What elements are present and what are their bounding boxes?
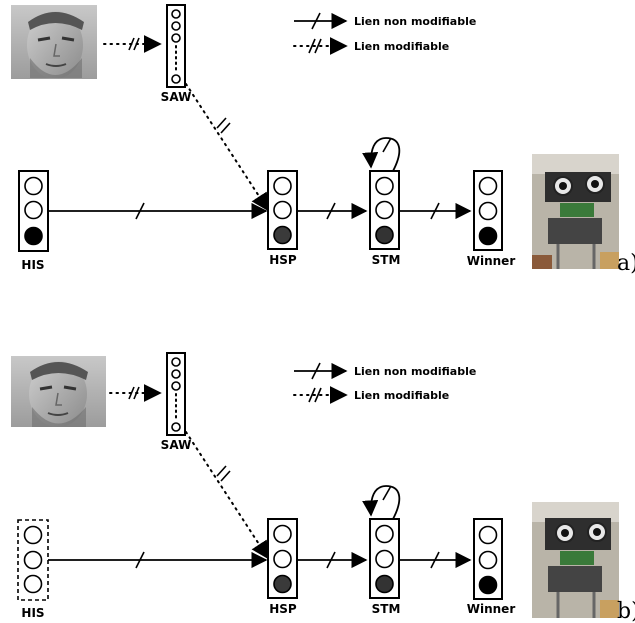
- stm-map: [369, 518, 400, 599]
- winner-neuron: [478, 176, 498, 196]
- legend-modifiable-label: Lien modifiable: [354, 389, 449, 402]
- his-neuron: [23, 574, 43, 594]
- hsp-neuron: [273, 200, 292, 220]
- stm-neuron: [375, 225, 394, 245]
- his-label: HIS: [21, 258, 44, 272]
- winner-neuron: [478, 550, 498, 570]
- saw-map: [166, 352, 186, 436]
- panel-b: SAW Lien non modifiable Lien modifiable …: [11, 352, 635, 623]
- hsp-label: HSP: [269, 253, 297, 267]
- robot-photo: [532, 154, 619, 269]
- hsp-neuron: [273, 225, 292, 245]
- face-photo: [11, 5, 97, 79]
- his-map: [17, 519, 49, 601]
- stm-neuron: [375, 524, 394, 544]
- winner-neuron: [478, 201, 498, 221]
- stm-neuron: [375, 200, 394, 220]
- winner-label: Winner: [467, 254, 516, 268]
- panel-tag-a: a): [617, 251, 635, 276]
- hsp-neuron: [273, 549, 292, 569]
- winner-map: [473, 170, 503, 251]
- panel-a: SAW Lien non modifiable Lien modifiable …: [11, 4, 635, 276]
- stm-map: [369, 170, 400, 250]
- legend: Lien non modifiable Lien modifiable: [293, 12, 476, 55]
- stm-recurrent-link: [362, 137, 401, 172]
- hsp-label: HSP: [269, 602, 297, 616]
- panel-tag-b: b): [617, 599, 635, 623]
- saw-map: [166, 4, 186, 88]
- his-neuron: [23, 550, 43, 570]
- his-neuron: [23, 525, 43, 545]
- legend-fixed-label: Lien non modifiable: [354, 15, 476, 28]
- saw-to-hsp-link: [185, 83, 269, 212]
- legend-fixed-label: Lien non modifiable: [354, 365, 476, 378]
- hsp-map: [267, 518, 298, 599]
- hsp-neuron: [273, 574, 292, 594]
- robot-photo: [532, 502, 619, 618]
- winner-neuron: [478, 226, 498, 246]
- stm-neuron: [375, 574, 394, 594]
- his-neuron: [24, 176, 43, 196]
- saw-label: SAW: [161, 438, 192, 452]
- his-map: [18, 170, 49, 252]
- winner-label: Winner: [467, 602, 516, 616]
- saw-label: SAW: [161, 90, 192, 104]
- winner-neuron: [478, 525, 498, 545]
- face-photo: [11, 356, 106, 427]
- stm-neuron: [375, 176, 394, 196]
- hsp-map: [267, 170, 298, 250]
- saw-to-hsp-link: [185, 431, 269, 560]
- legend: Lien non modifiable Lien modifiable: [293, 362, 476, 404]
- stm-recurrent-link: [362, 485, 401, 520]
- his-label: HIS: [21, 606, 44, 620]
- hsp-neuron: [273, 176, 292, 196]
- stm-neuron: [375, 549, 394, 569]
- stm-label: STM: [372, 253, 401, 267]
- his-neuron: [24, 226, 43, 246]
- hsp-neuron: [273, 524, 292, 544]
- winner-neuron: [478, 575, 498, 595]
- winner-map: [473, 518, 503, 600]
- his-neuron: [24, 200, 43, 220]
- legend-modifiable-label: Lien modifiable: [354, 40, 449, 53]
- stm-label: STM: [372, 602, 401, 616]
